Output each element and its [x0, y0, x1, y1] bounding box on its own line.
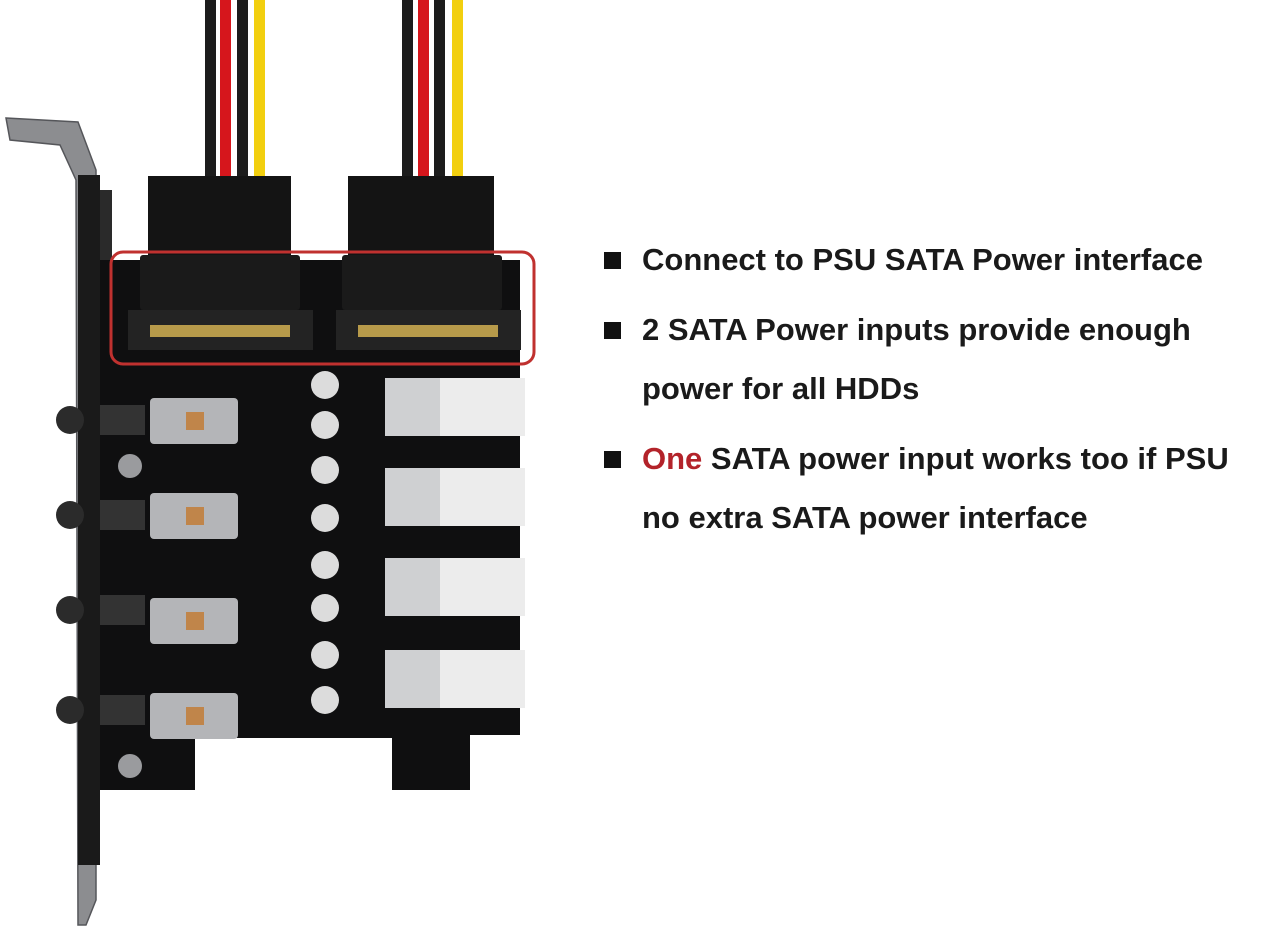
bullet-square-icon — [604, 252, 621, 269]
feature-1: Connect to PSU SATA Power interface — [600, 230, 1280, 289]
feature-3: One SATA power input works too if PSU no… — [600, 429, 1280, 547]
feature-2-text-cont: power for all HDDs — [642, 371, 920, 406]
feature-2: 2 SATA Power inputs provide enough power… — [600, 300, 1280, 418]
switch-row-3 — [56, 595, 238, 644]
feature-list: Connect to PSU SATA Power interface 2 SA… — [600, 230, 1280, 558]
power-outputs — [385, 378, 525, 708]
switch-row-1 — [56, 398, 238, 444]
highlight-frame — [109, 250, 536, 366]
screw-top — [118, 454, 142, 478]
sata-power-cables — [205, 0, 463, 178]
switch-row-2 — [56, 493, 238, 539]
product-photo — [5, 0, 536, 926]
feature-3-text: SATA power input works too if PSU — [702, 441, 1229, 476]
feature-3-text-cont: no extra SATA power interface — [642, 500, 1088, 535]
bullet-square-icon — [604, 451, 621, 468]
feature-1-text: Connect to PSU SATA Power interface — [642, 242, 1203, 277]
feature-2-text: 2 SATA Power inputs provide enough — [642, 312, 1191, 347]
feature-3-highlight: One — [642, 441, 703, 476]
switch-row-4 — [56, 693, 238, 739]
screw-bottom — [118, 754, 142, 778]
sata-connectors — [128, 176, 521, 350]
bullet-square-icon — [604, 322, 621, 339]
capacitors — [311, 371, 339, 714]
